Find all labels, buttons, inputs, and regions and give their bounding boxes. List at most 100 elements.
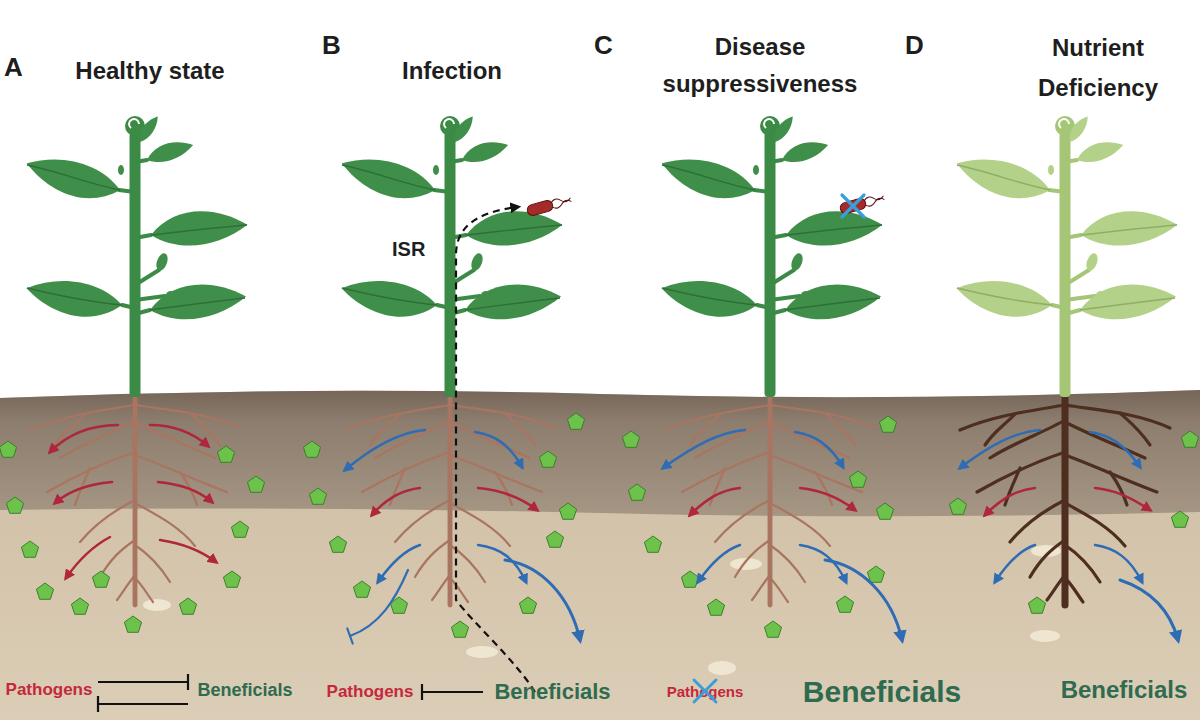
panel-band: D Nutrient DeficiencyBeneficials xyxy=(900,0,1200,720)
exudate-molecule xyxy=(519,597,536,613)
inhibition-curve xyxy=(347,629,352,644)
isr-signal xyxy=(456,207,535,692)
beneficials-label: Beneficials xyxy=(1061,676,1188,704)
exudate-arrow xyxy=(795,432,843,467)
panel-heading: Nutrient Deficiency xyxy=(998,28,1198,108)
beneficials-group: Beneficials xyxy=(792,668,972,716)
exudate-molecule xyxy=(71,598,88,614)
exudate-molecule xyxy=(247,476,264,492)
panel-heading: Disease suppressiveness xyxy=(640,28,880,102)
panel-band: AHealthy statePathogensBeneficials xyxy=(0,0,300,720)
exudate-molecule xyxy=(21,541,38,557)
inhibition-bar xyxy=(421,684,423,700)
exudate-molecule xyxy=(124,616,141,632)
exudate-molecule xyxy=(231,521,248,537)
connector-line xyxy=(98,681,188,683)
exudate-arrow xyxy=(698,545,740,582)
panel-heading: Infection xyxy=(352,56,552,86)
exudate-molecule xyxy=(876,503,893,519)
inhibition-connector xyxy=(422,684,483,700)
plant xyxy=(337,113,564,397)
exudate-molecule xyxy=(681,571,698,587)
plant xyxy=(657,113,884,397)
panel-letter: A xyxy=(4,52,34,82)
exudate-molecule xyxy=(836,596,853,612)
exudate-arrow xyxy=(800,488,855,510)
exudate-molecule xyxy=(628,484,645,500)
exudate-arrow xyxy=(960,430,1040,468)
bacterium xyxy=(550,195,572,209)
soil-particle xyxy=(1030,630,1060,642)
exudate-arrow xyxy=(663,430,745,468)
exudate-arrow xyxy=(1090,432,1140,467)
beneficials-group: Beneficials xyxy=(1050,670,1198,710)
exudate-molecule xyxy=(0,413,1199,637)
cross-mark xyxy=(842,195,864,217)
annotation-label: ISR xyxy=(392,238,425,261)
exudate-arrow xyxy=(825,560,902,640)
bacterium xyxy=(526,194,572,216)
exudate-arrow xyxy=(50,425,118,452)
beneficials-label: Beneficials xyxy=(494,679,610,705)
connector-line xyxy=(98,703,188,705)
panel-band: BInfectionPathogensBeneficials xyxy=(300,0,600,720)
exudate-arrow xyxy=(345,430,1178,640)
exudate-molecule xyxy=(1181,431,1198,447)
exudate-molecule xyxy=(849,471,866,487)
exudate-molecule xyxy=(567,413,584,429)
exudate-arrow xyxy=(985,488,1035,515)
exudate-arrow xyxy=(1095,488,1150,510)
isr-signal xyxy=(456,207,535,692)
bacterium xyxy=(863,193,885,207)
pathogens-group: Pathogens xyxy=(2,670,96,710)
exudate-arrow xyxy=(1095,545,1142,582)
bacterium xyxy=(526,199,554,216)
exudate-arrow xyxy=(50,425,1150,578)
exudate-molecule xyxy=(0,441,17,457)
exudate-arrow xyxy=(475,432,522,467)
inhibition-curve xyxy=(350,570,408,636)
inhibition-connector xyxy=(98,696,188,712)
plant xyxy=(952,113,1179,397)
exudate-molecule xyxy=(546,531,563,547)
exudate-molecule xyxy=(1028,597,1045,613)
soil xyxy=(0,390,1200,516)
beneficials-group: Beneficials xyxy=(485,672,620,712)
exudate-molecule xyxy=(451,621,468,637)
exudate-molecule xyxy=(179,598,196,614)
exudate-molecule xyxy=(644,536,661,552)
exudate-molecule xyxy=(559,503,576,519)
exudate-arrow xyxy=(55,482,112,503)
inhibition-connector xyxy=(98,674,188,690)
panel-letter: B xyxy=(322,30,352,60)
exudate-molecule xyxy=(309,488,326,504)
exudate-molecule xyxy=(539,451,556,467)
root-system xyxy=(345,392,555,605)
beneficials-label: Beneficials xyxy=(803,675,961,709)
exudate-molecule xyxy=(764,621,781,637)
soil xyxy=(0,390,1200,720)
pathogens-label: Pathogens xyxy=(667,683,744,700)
exudate-arrow xyxy=(1120,580,1178,640)
connector-line xyxy=(422,691,483,693)
exudate-molecule xyxy=(223,571,240,587)
exudate-molecule xyxy=(36,583,53,599)
inhibition-curve xyxy=(347,570,408,644)
exudate-arrow xyxy=(378,545,420,582)
beneficials-group: Beneficials xyxy=(190,670,300,710)
beneficials-label: Beneficials xyxy=(197,680,292,701)
panel-letter: D xyxy=(905,30,935,60)
panel-band: CDisease suppressivenessPathogensBenefic… xyxy=(600,0,900,720)
exudate-molecule xyxy=(867,566,884,582)
pathogens-group: Pathogens xyxy=(658,676,752,706)
exudate-arrow xyxy=(158,482,212,502)
exudate-molecule xyxy=(879,416,896,432)
exudate-arrow xyxy=(50,425,1178,640)
exudate-arrow xyxy=(160,540,216,562)
exudate-molecule xyxy=(6,497,23,513)
inhibition-bar xyxy=(97,696,99,712)
